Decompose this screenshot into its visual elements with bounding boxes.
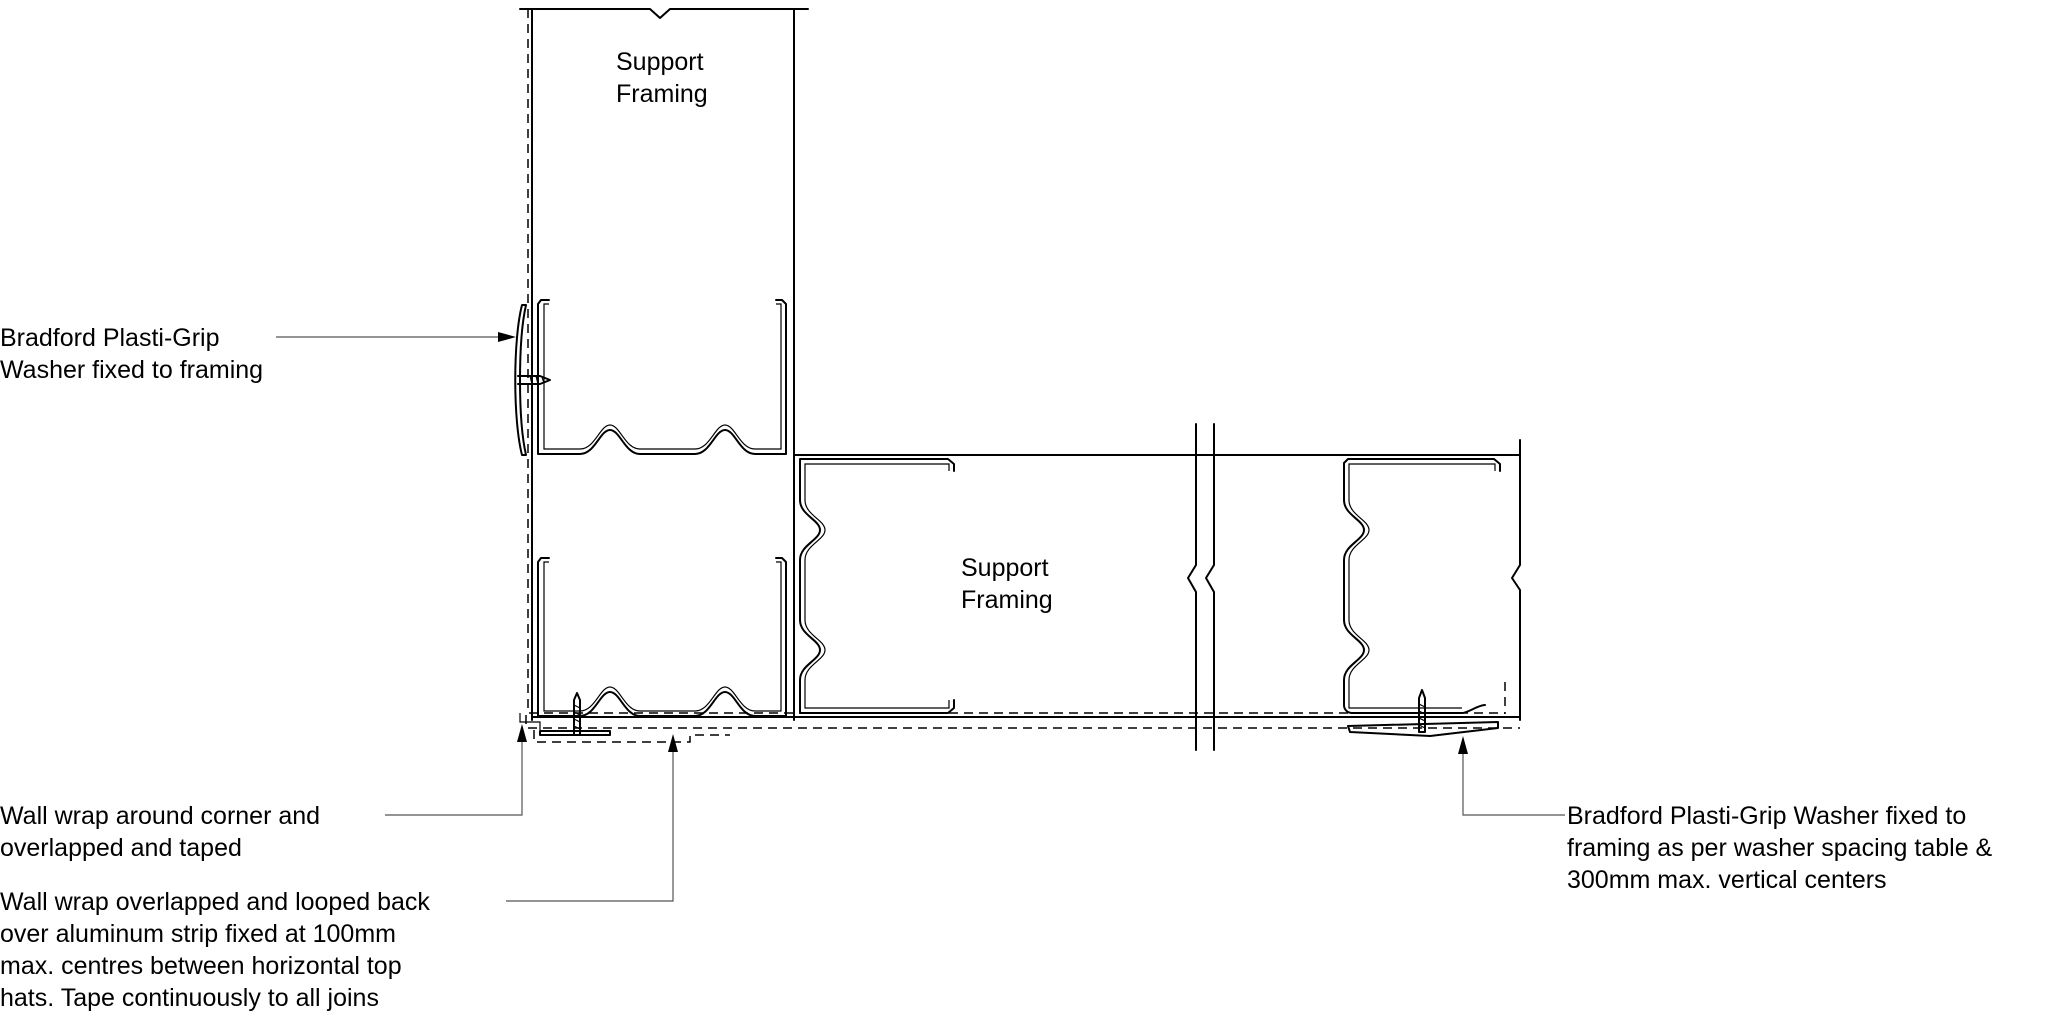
top-hat-right <box>1343 458 1501 714</box>
leader-washer-right <box>1458 736 1565 816</box>
plasti-grip-washer-left <box>514 304 551 456</box>
support-framing-label-bottom: Support Framing <box>961 554 1053 614</box>
top-hat-corner-horizontal <box>799 458 955 714</box>
top-hat-lower <box>537 557 787 717</box>
top-hat-upper <box>537 299 787 455</box>
washer-right-label: Bradford Plasti-Grip Washer fixed to fra… <box>1567 802 1993 894</box>
wall-wrap <box>525 9 1520 743</box>
wrap-corner-label: Wall wrap around corner and overlapped a… <box>0 802 321 862</box>
horizontal-framing-outline <box>531 423 1521 751</box>
vertical-framing-outline <box>519 8 809 721</box>
washer-left-label: Bradford Plasti-Grip Washer fixed to fra… <box>0 324 264 384</box>
aluminium-strip <box>519 713 611 736</box>
leader-wrap-corner <box>385 724 527 816</box>
wrap-looped-label: Wall wrap overlapped and looped back ove… <box>0 888 430 1012</box>
plasti-grip-washer-right <box>1347 689 1499 737</box>
leader-washer-left <box>276 332 516 342</box>
screw-corner <box>567 692 587 736</box>
leader-wrap-looped <box>506 734 678 902</box>
support-framing-label-top: Support Framing <box>616 48 708 108</box>
